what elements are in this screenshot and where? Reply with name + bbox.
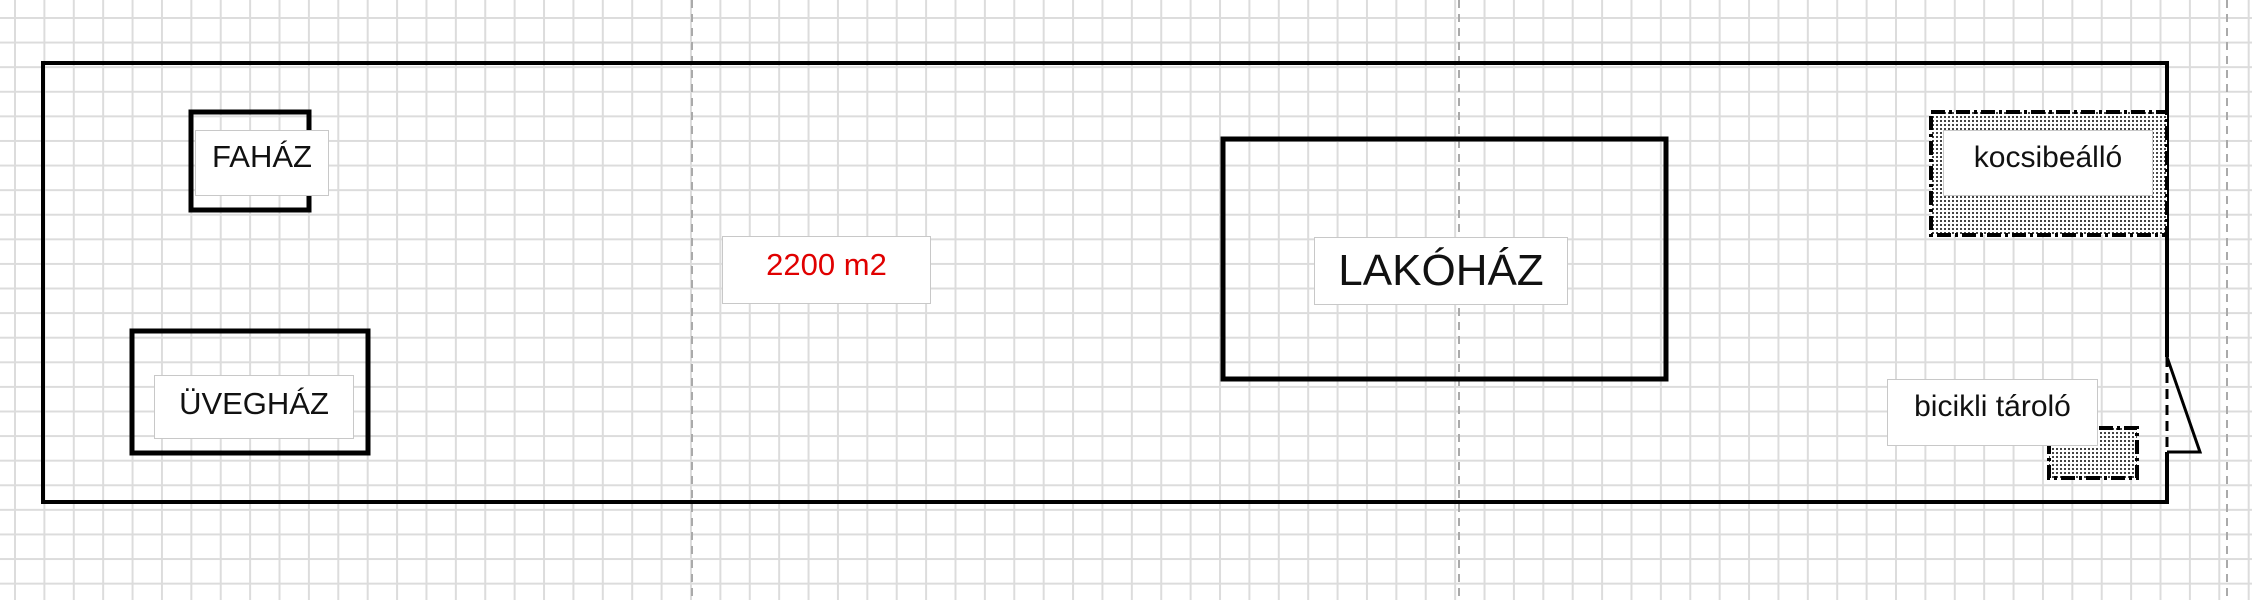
area-label: 2200 m2 (722, 236, 931, 304)
bicikli-label: bicikli tároló (1887, 379, 2098, 446)
lakohaz-label: LAKÓHÁZ (1314, 237, 1568, 305)
gate-icon (2165, 356, 2203, 454)
lakohaz-outline (1220, 136, 1669, 382)
plot-boundary (41, 61, 2169, 504)
uveghaz-outline (129, 328, 371, 456)
fahaz-label: FAHÁZ (195, 130, 329, 196)
uveghaz-label: ÜVEGHÁZ (154, 375, 354, 439)
kocsibeallo-label: kocsibeálló (1943, 130, 2153, 196)
